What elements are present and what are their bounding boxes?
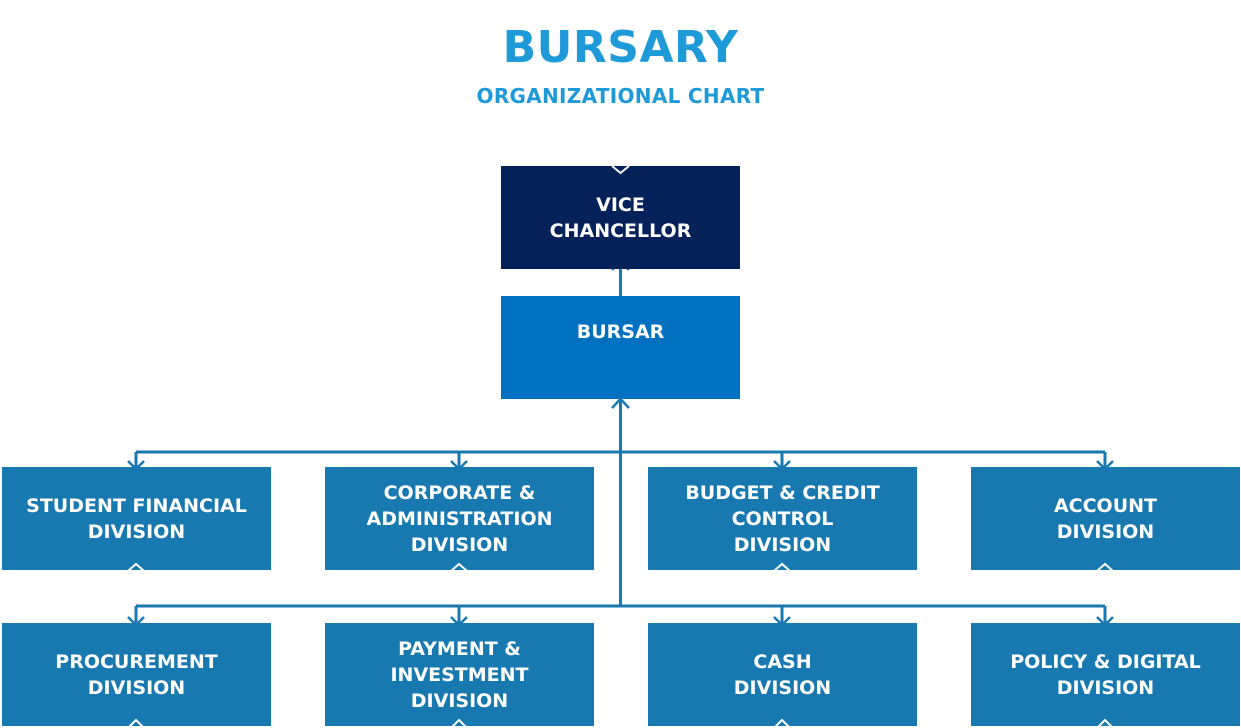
node-bursar: BURSAR — [501, 296, 740, 399]
node-cash-division: CASH DIVISION — [648, 623, 917, 726]
node-bursar-label: BURSAR — [576, 321, 665, 343]
node-corporate-administration-division: CORPORATE & ADMINISTRATION DIVISION — [325, 467, 594, 570]
node-procurement-division: PROCUREMENT DIVISION — [2, 623, 271, 726]
node-label: BUDGET & CREDIT CONTROL DIVISION — [685, 481, 880, 556]
node-account-division: ACCOUNT DIVISION — [971, 467, 1240, 570]
node-vice-chancellor-label: VICE CHANCELLOR — [549, 193, 692, 242]
node-label: CASH DIVISION — [733, 650, 832, 699]
notch-row1-2 — [450, 562, 468, 572]
node-label: STUDENT FINANCIAL DIVISION — [26, 494, 247, 543]
node-payment-investment-division: PAYMENT & INVESTMENT DIVISION — [325, 623, 594, 726]
node-student-financial-division: STUDENT FINANCIAL DIVISION — [2, 467, 271, 570]
chart-title: BURSARY — [502, 22, 739, 73]
notch-row1-4 — [1096, 562, 1114, 572]
notch-vc-top — [611, 165, 630, 175]
chart-subtitle: ORGANIZATIONAL CHART — [476, 84, 765, 108]
node-label: CORPORATE & ADMINISTRATION DIVISION — [366, 481, 553, 556]
node-label: POLICY & DIGITAL DIVISION — [1010, 650, 1201, 699]
node-label: PROCUREMENT DIVISION — [55, 650, 218, 699]
notch-row2-2 — [450, 718, 468, 728]
arrow-into-bursar — [611, 397, 630, 409]
notch-row2-1 — [127, 718, 145, 728]
notch-row1-1 — [127, 562, 145, 572]
notch-row2-3 — [773, 718, 791, 728]
node-budget-credit-control-division: BUDGET & CREDIT CONTROL DIVISION — [648, 467, 917, 570]
node-label: ACCOUNT DIVISION — [1053, 494, 1158, 543]
node-policy-digital-division: POLICY & DIGITAL DIVISION — [971, 623, 1240, 726]
node-label: PAYMENT & INVESTMENT DIVISION — [390, 637, 529, 712]
notch-row2-4 — [1096, 718, 1114, 728]
node-vice-chancellor: VICE CHANCELLOR — [501, 166, 740, 269]
notch-row1-3 — [773, 562, 791, 572]
